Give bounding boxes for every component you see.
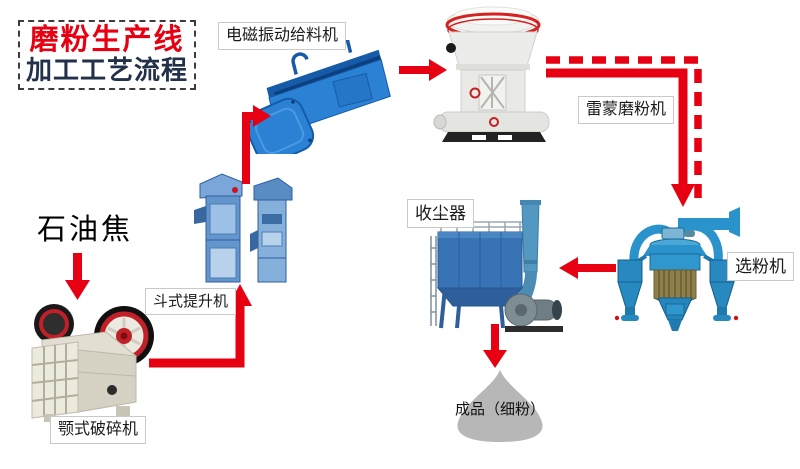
raymond-mill-image — [433, 6, 550, 142]
elevator-chute — [250, 230, 258, 252]
title-line2: 加工工艺流程 — [25, 54, 188, 85]
dust-collector-image — [430, 200, 563, 332]
feeder-hook-icon — [291, 52, 309, 75]
classifier-label: 选粉机 — [727, 252, 794, 281]
arrow-mill-to-classifier-dashed — [546, 56, 702, 198]
jaw-crusher-label: 颚式破碎机 — [50, 416, 147, 444]
feeder-hook-icon — [345, 40, 362, 54]
arrow-classifier-to-collector — [559, 257, 616, 279]
feeder-label: 电磁振动给料机 — [218, 22, 347, 50]
mill-base — [442, 132, 546, 142]
product-label: 成品（细粉） — [454, 401, 545, 418]
bucket-elevator-label: 斗式提升机 — [145, 288, 237, 315]
classifier-image — [614, 207, 740, 331]
raymond-mill-label: 雷蒙磨粉机 — [578, 96, 675, 124]
classifier-cyclone — [617, 259, 643, 283]
product-pile-image — [457, 370, 543, 442]
title-line1: 磨粉生产线 — [29, 24, 185, 57]
elevator-chute — [194, 206, 206, 224]
vibrating-feeder-image — [244, 40, 391, 154]
arrow-mill-to-classifier-solid — [546, 68, 695, 207]
product-pile: 成品（细粉） — [450, 366, 550, 446]
mill-handwheel-icon — [446, 43, 456, 53]
classifier-motor — [661, 227, 685, 240]
title-box: 磨粉生产线 加工工艺流程 — [18, 20, 196, 90]
material-label: 石油焦 — [37, 214, 134, 246]
arrow-material-to-crusher — [65, 253, 90, 300]
jaw-crusher-image — [31, 304, 154, 422]
dust-collector-label: 收尘器 — [407, 199, 474, 228]
bucket-elevator-image — [194, 173, 293, 283]
